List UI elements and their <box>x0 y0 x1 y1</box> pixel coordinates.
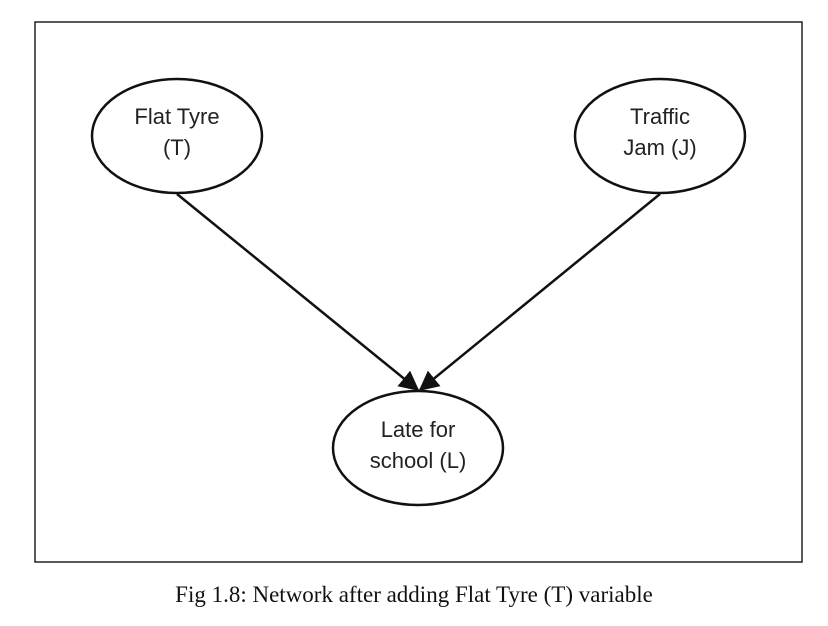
node-flat-tyre-label-line1: Flat Tyre <box>134 104 219 129</box>
figure-caption: Fig 1.8: Network after adding Flat Tyre … <box>175 582 653 607</box>
edge-traffic-jam-to-late <box>418 193 661 392</box>
node-flat-tyre-label-line2: (T) <box>163 135 191 160</box>
node-traffic-jam-label-line1: Traffic <box>630 104 690 129</box>
network-diagram: Flat Tyre (T) Traffic Jam (J) Late for s… <box>34 21 803 563</box>
edge-flat-tyre-to-late <box>176 193 420 392</box>
node-traffic-jam-label-line2: Jam (J) <box>623 135 696 160</box>
diagram-frame <box>34 21 803 563</box>
node-traffic-jam: Traffic Jam (J) <box>573 77 747 195</box>
node-late-for-school-label-line1: Late for <box>381 417 456 442</box>
node-late-for-school-label-line2: school (L) <box>370 448 467 473</box>
node-flat-tyre: Flat Tyre (T) <box>90 77 264 195</box>
node-late-for-school: Late for school (L) <box>331 389 505 507</box>
